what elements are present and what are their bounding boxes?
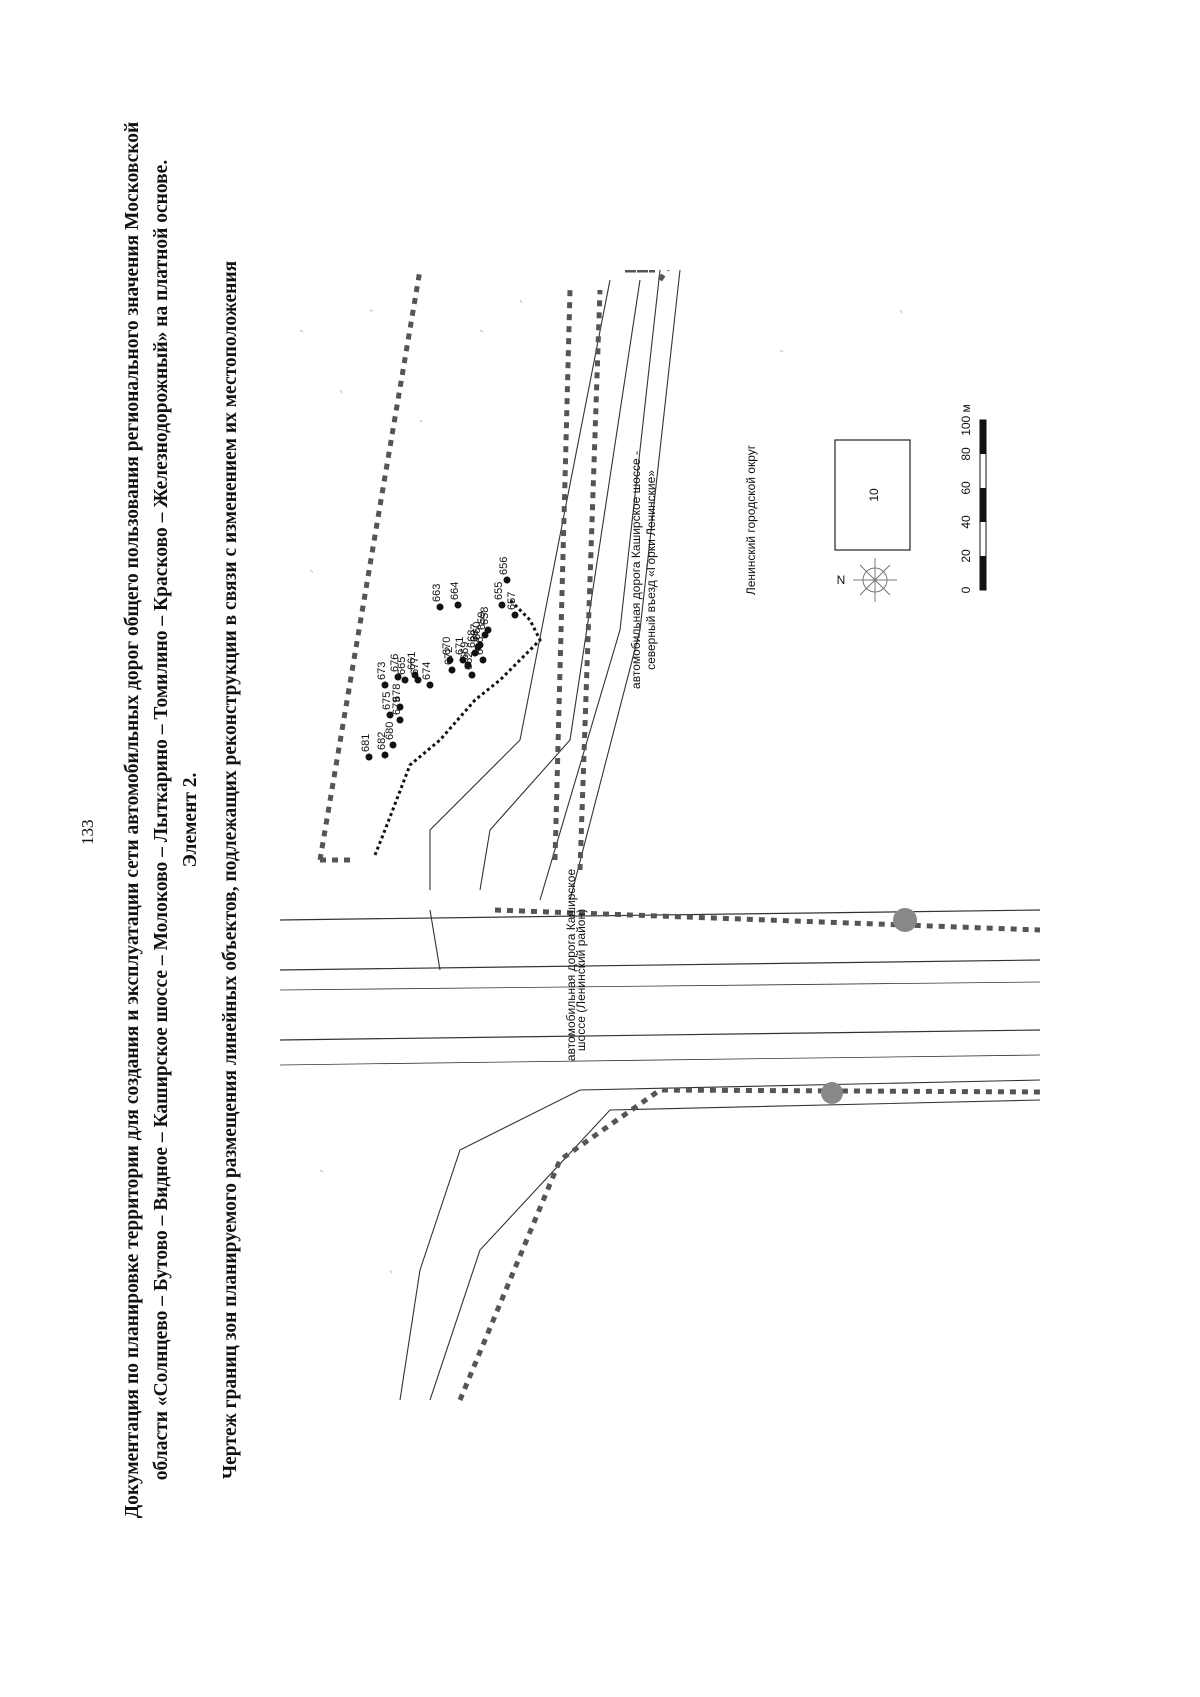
boundary-point-marker <box>498 601 506 609</box>
boundary-point-marker <box>414 676 422 684</box>
scale-label: 0 <box>959 586 973 593</box>
boundary-point-marker <box>448 666 456 674</box>
boundary-point-label: 664 <box>449 582 461 600</box>
boundary-point-marker <box>381 751 389 759</box>
boundary-point-marker <box>474 643 482 651</box>
boundary-point-marker <box>468 671 476 679</box>
boundary-point-marker <box>394 673 402 681</box>
boundary-points <box>373 598 542 856</box>
inset-label: 10 <box>867 488 881 502</box>
boundary-point-label: 668 <box>466 630 478 648</box>
boundary-point-label: 673 <box>376 662 388 680</box>
scale-label: 100 м <box>959 404 973 436</box>
boundary-point-marker <box>503 576 511 584</box>
site-plan-map: 6556566576586596606616626636646656666676… <box>280 270 1040 1410</box>
boundary-point-marker <box>396 703 404 711</box>
boundary-point-label: 675 <box>381 692 393 710</box>
boundary-point-marker <box>459 656 467 664</box>
boundary-point-label: 658 <box>479 607 491 625</box>
boundary-point-label: 661 <box>406 652 418 670</box>
scale-label: 80 <box>959 447 973 461</box>
boundary-point-label: 656 <box>498 557 510 575</box>
boundary-point-label: 667 <box>469 624 481 642</box>
boundary-point-marker <box>481 631 489 639</box>
boundary-point-marker <box>381 681 389 689</box>
boundary-point-label: 657 <box>506 592 518 610</box>
north-arrow-icon: N <box>837 558 897 602</box>
zone-boundaries <box>317 270 1040 1401</box>
scale-bar <box>979 419 987 591</box>
document-title: Документация по планировке территории дл… <box>122 121 201 1519</box>
entry-road-label-1: автомобильная дорога Каширское шоссе - <box>629 451 643 689</box>
side-road-lines <box>399 270 1040 1401</box>
page-number: 133 <box>78 819 97 846</box>
boundary-point-label: 660 <box>471 622 483 640</box>
boundary-point-label: 659 <box>476 612 488 630</box>
boundary-point-label: 674 <box>421 662 433 680</box>
boundary-point-marker <box>454 601 462 609</box>
boundary-point-marker <box>471 649 479 657</box>
boundary-point-label: 676 <box>389 654 401 672</box>
boundary-point-label: 681 <box>360 734 372 752</box>
boundary-point-marker <box>511 611 519 619</box>
boundary-point-marker <box>464 661 472 669</box>
boundary-point-marker <box>446 656 454 664</box>
boundary-point-marker <box>389 741 397 749</box>
road-label-1: автомобильная дорога Каширское <box>564 869 578 1062</box>
north-label: N <box>837 573 846 587</box>
entry-road-label-2: северный въезд «Горки Ленинские» <box>644 470 658 670</box>
drawing-subtitle: Чертеж границ зон планируемого размещени… <box>220 260 241 1480</box>
boundary-point-label: 672 <box>443 647 455 665</box>
district-label: Ленинский городской округ <box>744 444 758 595</box>
crossing-markers <box>821 908 917 1104</box>
scale-label: 40 <box>959 515 973 529</box>
boundary-point-label: 665 <box>396 657 408 675</box>
scale-label: 60 <box>959 481 973 495</box>
inset-box <box>834 439 911 551</box>
boundary-point-label: 670 <box>441 637 453 655</box>
boundary-point-marker <box>365 753 373 761</box>
boundary-point-label: 669 <box>459 642 471 660</box>
boundary-point-label: 677 <box>409 657 421 675</box>
scale-label: 20 <box>959 549 973 563</box>
boundary-point-label: 671 <box>454 637 466 655</box>
boundary-point-label: 655 <box>493 582 505 600</box>
boundary-point-marker <box>386 711 394 719</box>
boundary-point-label: 682 <box>376 732 388 750</box>
boundary-point-label: 679 <box>391 697 403 715</box>
road-label-2: шоссе (Ленинский район) <box>574 909 588 1051</box>
boundary-point-marker <box>479 656 487 664</box>
boundary-point-label: 678 <box>391 684 403 702</box>
boundary-point-marker <box>426 681 434 689</box>
boundary-point-label: 663 <box>431 584 443 602</box>
boundary-point-marker <box>401 676 409 684</box>
boundary-point-label: 680 <box>384 722 396 740</box>
boundary-point-marker <box>396 716 404 724</box>
boundary-point-marker <box>436 603 444 611</box>
